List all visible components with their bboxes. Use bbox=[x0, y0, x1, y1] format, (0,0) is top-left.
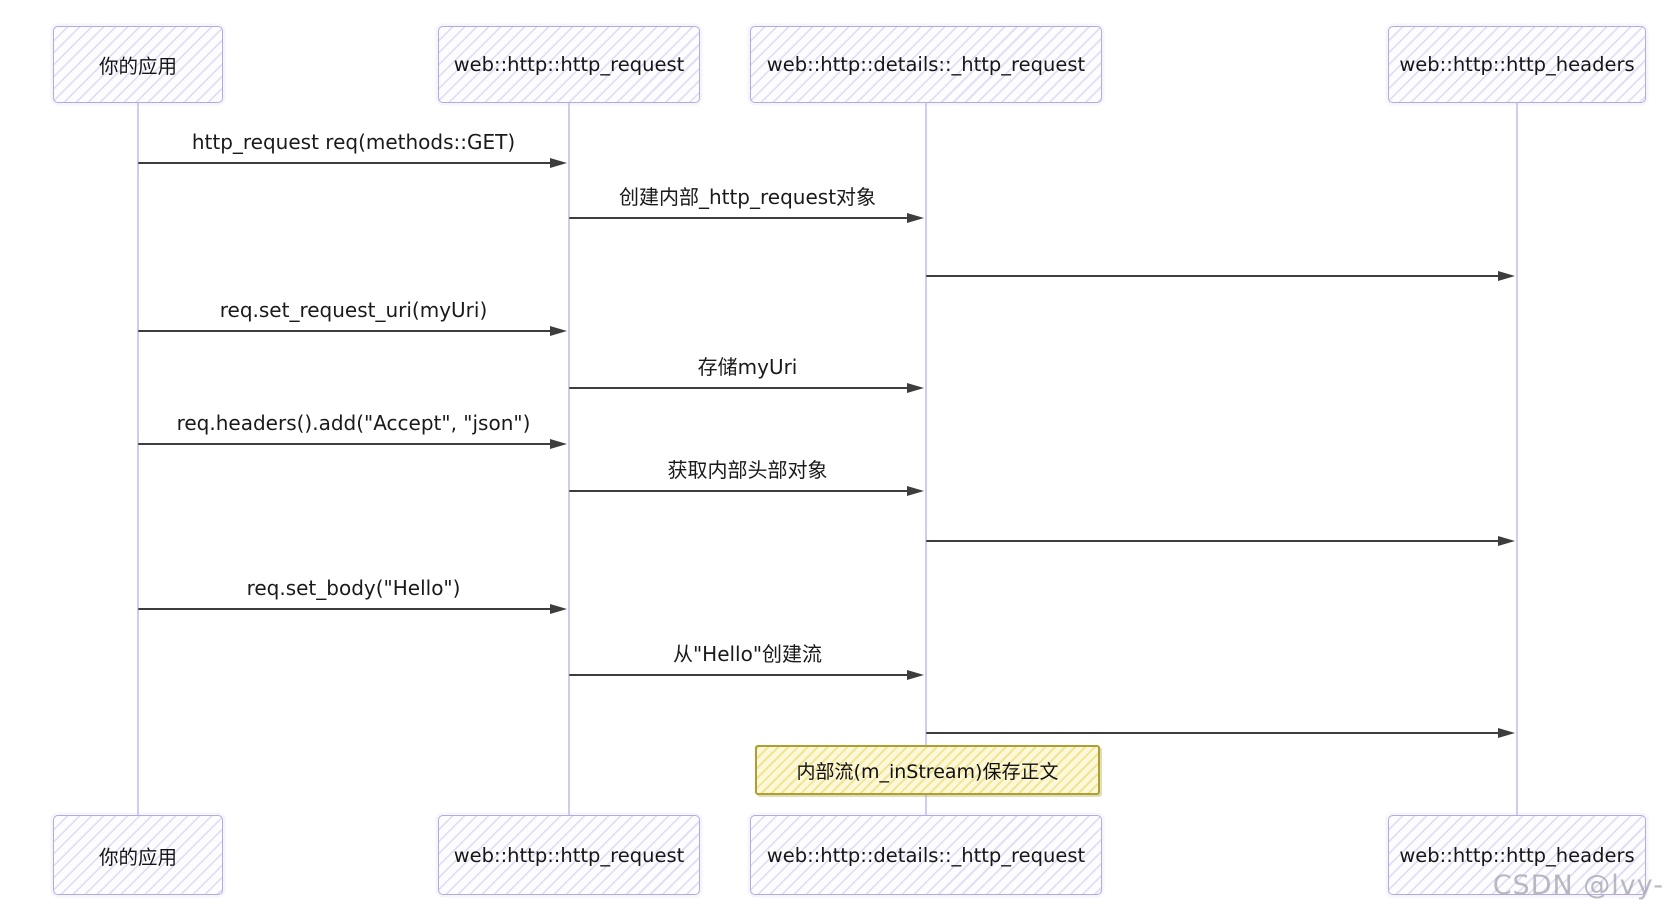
message-arrow-line bbox=[569, 674, 920, 676]
arrowhead-icon bbox=[1498, 728, 1515, 739]
actor-top-box-app: 你的应用 bbox=[53, 26, 223, 103]
message-arrow-line bbox=[569, 217, 920, 219]
message-arrow-line bbox=[138, 162, 563, 164]
message-label: 从"Hello"创建流 bbox=[672, 642, 823, 666]
actor-bottom-box-app: 你的应用 bbox=[53, 815, 223, 895]
message-label: 存储myUri bbox=[697, 355, 798, 379]
message-label: 获取内部头部对象 bbox=[667, 458, 828, 482]
actor-top-box-http_request: web::http::http_request bbox=[438, 26, 700, 103]
message-label: 创建内部_http_request对象 bbox=[618, 185, 877, 209]
message-arrow-line bbox=[926, 540, 1511, 542]
arrowhead-icon bbox=[550, 604, 567, 615]
message-arrow-line bbox=[569, 490, 920, 492]
note-box: 内部流(m_inStream)保存正文 bbox=[755, 745, 1100, 795]
message-arrow-line bbox=[926, 275, 1511, 277]
message-arrow-line bbox=[569, 387, 920, 389]
actor-lifeline-http_headers bbox=[1515, 103, 1519, 815]
arrowhead-icon bbox=[550, 158, 567, 169]
actor-bottom-box-http_headers: web::http::http_headers bbox=[1388, 815, 1646, 895]
message-arrow-line bbox=[138, 608, 563, 610]
arrowhead-icon bbox=[1498, 271, 1515, 282]
arrowhead-icon bbox=[907, 486, 924, 497]
actor-bottom-box-details: web::http::details::_http_request bbox=[750, 815, 1102, 895]
actor-top-box-http_headers: web::http::http_headers bbox=[1388, 26, 1646, 103]
arrowhead-icon bbox=[1498, 536, 1515, 547]
message-label: http_request req(methods::GET) bbox=[191, 130, 516, 154]
arrowhead-icon bbox=[907, 670, 924, 681]
message-label: req.set_body("Hello") bbox=[246, 576, 461, 600]
actor-top-box-details: web::http::details::_http_request bbox=[750, 26, 1102, 103]
arrowhead-icon bbox=[907, 213, 924, 224]
arrowhead-icon bbox=[550, 326, 567, 337]
message-arrow-line bbox=[138, 443, 563, 445]
actor-bottom-box-http_request: web::http::http_request bbox=[438, 815, 700, 895]
message-label: req.set_request_uri(myUri) bbox=[219, 298, 488, 322]
actor-lifeline-details bbox=[924, 103, 928, 815]
message-label: req.headers().add("Accept", "json") bbox=[176, 411, 531, 435]
actor-lifeline-app bbox=[136, 103, 140, 815]
arrowhead-icon bbox=[907, 383, 924, 394]
actor-lifeline-http_request bbox=[567, 103, 571, 815]
message-arrow-line bbox=[138, 330, 563, 332]
message-arrow-line bbox=[926, 732, 1511, 734]
arrowhead-icon bbox=[550, 439, 567, 450]
